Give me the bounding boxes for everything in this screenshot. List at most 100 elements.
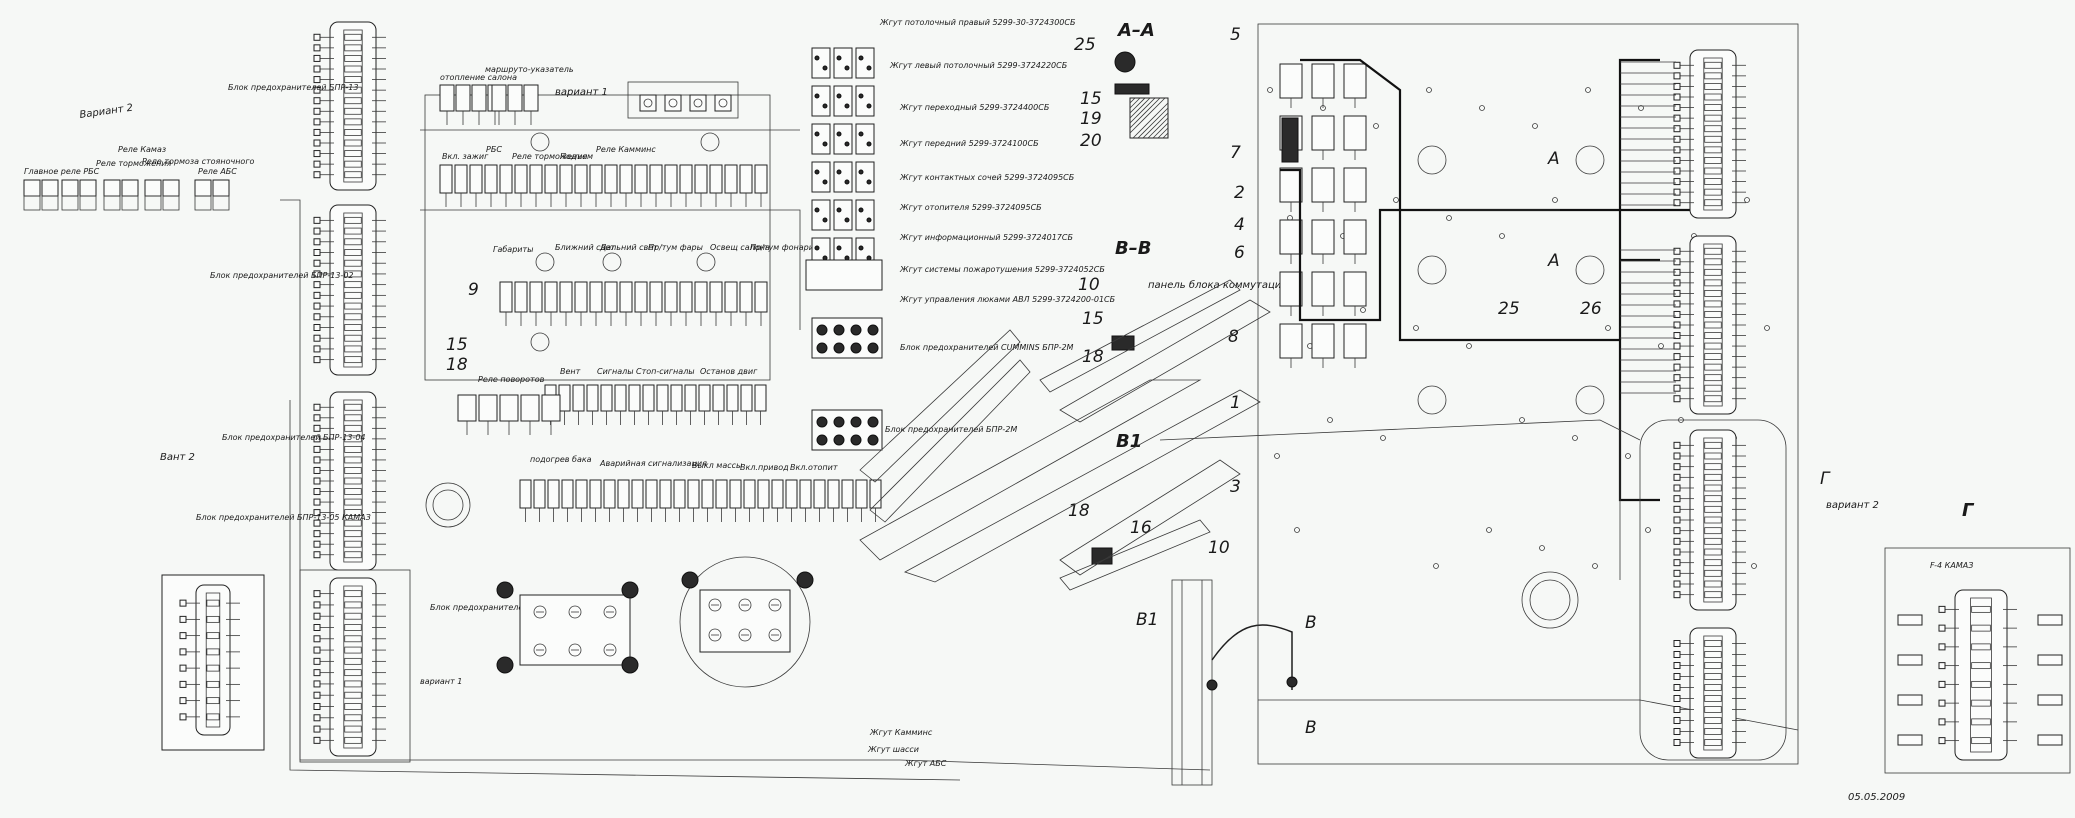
relay [639,94,657,112]
harness-connector [811,47,831,79]
fuse-block-kamaz [179,584,240,736]
relay [41,179,59,197]
harness-connector [833,85,853,117]
fog-front-label: Пр/тум фары [648,243,703,252]
date-label: 05.05.2009 [1848,792,1905,803]
cummins-relay-label: Реле Камминс [596,145,656,154]
harness-connector [833,123,853,155]
relay [1343,167,1367,203]
relay [212,179,230,197]
relay [679,281,693,313]
stop-signals-label: Стоп-сигналы [636,367,695,376]
relay [1311,63,1335,99]
relay [604,164,618,194]
harness-connector [855,123,875,155]
callout-20-aa: 20 [1080,131,1102,151]
relay [499,164,513,194]
lower-connector-assembly [425,482,814,688]
relay [162,179,180,197]
callout-15-left: 15 [446,335,468,355]
panel-ribbons [859,279,1271,591]
relay [1343,219,1367,255]
harness-4-label: Жгут передний 5299-3724100СБ [899,139,1039,148]
bolt [768,628,782,642]
relay [529,164,543,194]
relay [754,384,767,412]
block-cummins-label: Блок предохранителей CUMMINS БПР-2М [900,343,1074,352]
harness-connector [833,161,853,193]
relay [574,281,588,313]
bolt [708,598,722,612]
callout-16-b1: 16 [1130,518,1152,538]
relay [79,179,97,197]
terminal [496,656,514,674]
relay [754,164,768,194]
relay [1311,219,1335,255]
mount-hole [1417,385,1447,415]
fog-rear-label: Пр/тум фонари [750,243,814,252]
relay [121,179,139,197]
relay [701,479,714,509]
relay [478,394,498,422]
relay [712,384,725,412]
relay [1343,115,1367,151]
relay-pin [1897,734,1923,746]
panel-label: панель блока коммутации [1148,279,1288,291]
fuse-block-f4 [1938,589,2017,761]
relay-pin [1897,654,1923,666]
emergency-signal-label: Аварийная сигнализация [599,459,707,468]
central-relay-panel: отопление салона маршруто-указатель вари… [424,65,882,522]
signals-label: Сигналы [597,367,634,376]
relay [670,384,683,412]
relay [589,164,603,194]
relay [1343,63,1367,99]
relay [533,479,546,509]
relay [614,384,627,412]
harness-cummins-label: Жгут Камминс [869,728,933,737]
connector [1281,117,1299,163]
mass-switch-label: Выкл массы [692,461,742,470]
relay [649,281,663,313]
relay [634,281,648,313]
callout-18-b1: 18 [1068,501,1090,521]
callout-26: 26 [1580,299,1602,319]
relay [740,384,753,412]
ignition-label: Вкл. зажиг [442,152,489,161]
section-b-profile: В1 В В 10 [1136,538,1317,786]
relay [739,164,753,194]
relay-pin [1897,614,1923,626]
callout-10-bb: 10 [1078,275,1100,295]
callout-7: 7 [1230,143,1241,163]
harness-7-label: Жгут информационный 5299-3724017СБ [899,233,1073,242]
callout-4: 4 [1234,215,1245,235]
lamp [700,132,720,152]
relay [771,479,784,509]
relay [664,164,678,194]
relay [642,384,655,412]
relay [603,479,616,509]
mount-hole [1575,255,1605,285]
relay-pin [2037,654,2063,666]
relay [519,479,532,509]
relay [724,164,738,194]
callout-19-aa: 19 [1080,109,1102,129]
relay [574,164,588,194]
variant2-right-label: вариант 2 [1826,500,1879,511]
harness-connector [811,123,831,155]
harness-9-label: Жгут управления люками АВЛ 5299-3724200-… [899,295,1116,304]
fuse-block-column [280,21,1211,781]
relay [619,164,633,194]
relay [664,281,678,313]
block-bpr1302-label: Блок предохранителей БПР-13-02 [210,271,354,280]
variant1-small-label: вариант 1 [420,677,462,686]
harness-5-label: Жгут контактных сочей 5299-3724095СБ [899,173,1075,182]
section-b-label-top: В [1305,613,1317,633]
relay [709,281,723,313]
drive-switch-label: Вкл.привод [740,463,789,472]
relay [649,164,663,194]
relay [729,479,742,509]
section-a-bottom: А [1547,251,1560,271]
block-bpr2m-label: Блок предохранителей БПР-2М [885,425,1017,434]
relay [1343,323,1367,359]
relay [698,384,711,412]
